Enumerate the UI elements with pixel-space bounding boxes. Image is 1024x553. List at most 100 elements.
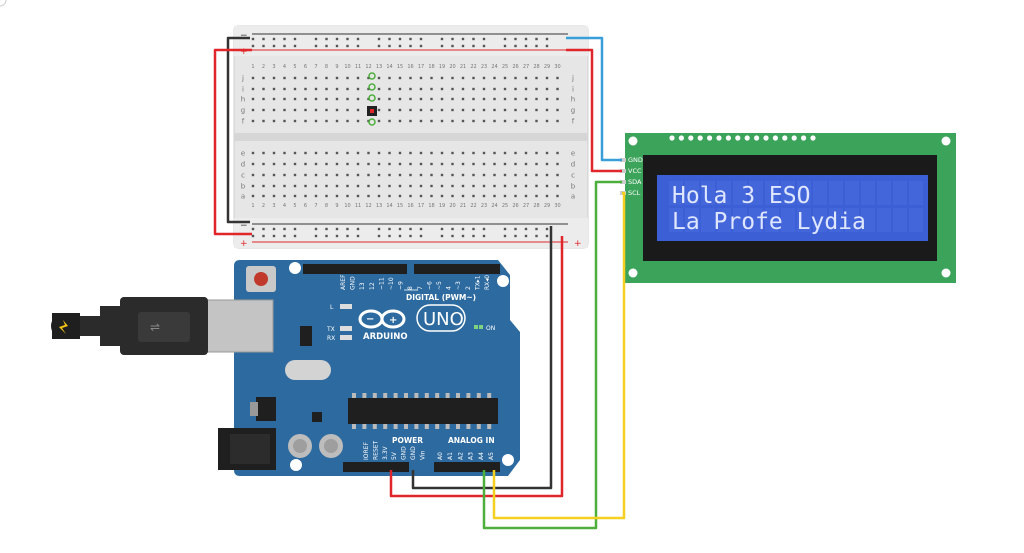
chip-pin (414, 424, 419, 429)
chip-pin (404, 393, 408, 398)
hole (461, 173, 465, 177)
hole (419, 108, 423, 112)
rail-hole (335, 37, 339, 41)
lcd-line-1: Hola 3 ESO (672, 183, 810, 209)
hole (262, 76, 265, 80)
hole (388, 76, 391, 80)
wire-red-vcc[interactable] (566, 48, 622, 173)
row-letter: b (241, 183, 246, 191)
column-number: 12 (365, 64, 371, 70)
lcd-line-2: La Profe Lydia (672, 209, 866, 235)
hole (409, 184, 412, 188)
hole (419, 194, 423, 198)
column-number: 18 (428, 64, 434, 70)
rail-hole (514, 234, 517, 238)
pin-label-scl: SCL (628, 189, 641, 197)
hole (388, 119, 391, 123)
hole (535, 194, 538, 198)
hole (451, 76, 454, 80)
hole (262, 162, 265, 166)
hole (451, 173, 454, 177)
row-letter: h (241, 96, 245, 104)
pin-label: 4 (446, 286, 453, 290)
lcd-module[interactable]: Hola 3 ESO La Profe Lydia GND VCC SDA SC… (620, 133, 956, 283)
chip-pin (476, 393, 481, 398)
pin-label: 2 (465, 286, 472, 290)
hole (377, 173, 381, 177)
pin-label: TX▸1 (474, 275, 481, 291)
rail-hole (440, 37, 444, 41)
column-number: 24 (491, 64, 497, 70)
pin-label: A5 (488, 452, 495, 460)
hole (556, 97, 559, 101)
column-number: 18 (428, 203, 434, 209)
hole (556, 194, 559, 198)
hole (409, 151, 412, 155)
on-label: ON (486, 325, 495, 332)
chip-pin (383, 393, 388, 398)
hole (493, 173, 496, 177)
hole (314, 108, 318, 112)
hole (251, 108, 255, 112)
rail-hole (398, 227, 402, 231)
column-number: 28 (533, 64, 539, 70)
hole (545, 87, 549, 91)
rail-hole (440, 44, 444, 48)
rail-hole (419, 37, 423, 41)
hole (325, 173, 328, 177)
hole (430, 151, 433, 155)
hole (293, 97, 297, 101)
hole (472, 194, 475, 198)
hole (398, 151, 402, 155)
pin-label: 3.3V (382, 445, 389, 460)
rail-hole (472, 227, 475, 231)
led-component[interactable] (367, 72, 377, 126)
column-number: 25 (502, 203, 508, 209)
wire-green-sda[interactable] (482, 180, 622, 530)
column-number: 19 (439, 203, 445, 209)
chip-pin (404, 424, 408, 429)
column-number: 28 (533, 203, 539, 209)
rail-hole (346, 44, 349, 48)
wire-blue-gnd[interactable] (566, 36, 622, 162)
hole (304, 119, 307, 123)
hole (251, 97, 255, 101)
hole (398, 194, 402, 198)
row-letter: b (571, 183, 576, 191)
lcd-cell (685, 208, 699, 232)
column-number: 8 (325, 203, 328, 209)
column-number: 25 (502, 64, 508, 70)
mount-hole (502, 454, 514, 466)
wire-yellow-scl[interactable] (492, 191, 626, 520)
rail-hole (409, 37, 412, 41)
row-letter: f (572, 118, 575, 126)
hole (545, 97, 549, 101)
wire-black-gnd[interactable] (411, 226, 553, 490)
corner-marker (0, 0, 7, 7)
column-number: 20 (449, 203, 455, 209)
hole (409, 76, 412, 80)
hole (461, 151, 465, 155)
column-number: 27 (523, 203, 529, 209)
wire-black-left-rail[interactable] (226, 36, 250, 224)
lcd-header-pins (669, 135, 816, 141)
lcd-cell (909, 208, 923, 232)
chip-pin (456, 393, 460, 398)
hole (472, 173, 475, 177)
hole (419, 162, 423, 166)
wire-red-5v[interactable] (389, 236, 564, 498)
lcd-header-pin (678, 135, 685, 141)
arduino-uno[interactable]: ⇌ L TX RX − + ARDUINO (51, 260, 520, 476)
hole (388, 151, 391, 155)
breadboard-top-rail (234, 26, 588, 56)
hole (377, 108, 381, 112)
column-number: 14 (386, 203, 392, 209)
hole (283, 151, 286, 155)
chip-pin (393, 393, 398, 398)
chip-pin (435, 424, 440, 429)
hole (472, 76, 475, 80)
wire-red-left-rail[interactable] (213, 48, 252, 236)
